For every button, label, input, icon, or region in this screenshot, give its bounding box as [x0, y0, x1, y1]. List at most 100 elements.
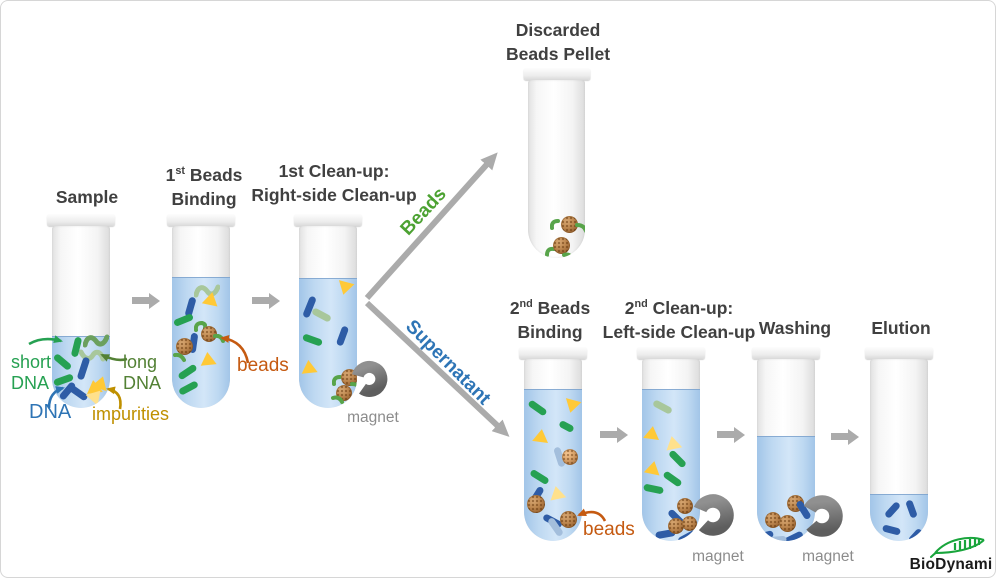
branch-arrows	[364, 152, 510, 437]
bead	[560, 511, 577, 528]
bead	[561, 216, 578, 233]
impurity-particle	[643, 424, 661, 441]
cleanup-1-tube	[294, 214, 362, 408]
bead-bound-dna	[350, 382, 357, 388]
bead	[682, 516, 697, 531]
biodynami-logo-icon	[930, 536, 985, 558]
bead-bound-dna	[562, 252, 575, 258]
biodynami-logo-text: BioDynami	[909, 556, 993, 573]
bead-bound-dna	[550, 219, 560, 230]
title-washing-text: Washing	[758, 318, 832, 338]
flow-arrow-binding2-to-cleanup2	[600, 431, 617, 438]
flow-arrow-sample-to-binding1	[132, 297, 149, 304]
title-2nd-beads-line2: Binding	[517, 321, 583, 342]
title-1st-cleanup-line2: Right-side Clean-up	[251, 185, 417, 205]
bead-bound-dna	[173, 352, 186, 362]
impurity-particle	[300, 359, 318, 374]
tube-body	[299, 226, 357, 408]
tube-body	[870, 359, 928, 541]
magnet-label: magnet	[692, 548, 744, 565]
bead-bound-dna	[545, 246, 556, 257]
magnet-icon	[803, 495, 843, 537]
beads-branch-arrow	[364, 152, 498, 301]
tube-cap	[47, 214, 115, 226]
beads-pointer-arrow-1	[220, 334, 250, 364]
tube-body	[642, 359, 700, 541]
tube-cap	[865, 347, 933, 359]
tube-body	[524, 359, 582, 541]
impurity-particle	[532, 427, 550, 444]
bead	[668, 518, 684, 534]
bead-bound-dna	[194, 321, 207, 332]
beads-label-1: beads	[237, 355, 289, 376]
impurities-label: impurities	[92, 404, 170, 424]
flow-arrow-washing-to-elution	[831, 433, 848, 440]
bead	[779, 515, 796, 532]
title-2nd-beads-binding: 2nd Beads Binding	[480, 292, 620, 344]
title-1st-beads-binding: 1st Beads Binding	[134, 159, 274, 211]
title-1st-cleanup: 1st Clean-up: Right-side Clean-up	[249, 159, 419, 207]
title-sample-text: Sample	[55, 187, 119, 207]
long-dna-pointer-arrow	[100, 353, 128, 362]
washing-tube	[752, 347, 820, 541]
flow-arrow-binding1-to-cleanup1	[252, 297, 269, 304]
bead-bound-dna	[331, 395, 344, 404]
tube-body	[52, 226, 110, 408]
cleanup-2-tube	[637, 347, 705, 541]
bead	[562, 449, 578, 465]
beads-binding-2-tube	[519, 347, 587, 541]
title-elution: Elution	[831, 316, 971, 340]
tube-cap	[523, 68, 590, 80]
bead	[201, 326, 217, 342]
title-discarded-line1: Discarded	[515, 20, 601, 40]
tube-cap	[167, 214, 235, 226]
tube-cap	[637, 347, 705, 359]
title-discarded-line2: Beads Pellet	[505, 44, 611, 64]
bead-bound-dna	[332, 375, 342, 386]
discarded-beads-tube	[523, 68, 590, 258]
bead	[527, 495, 545, 513]
bead	[765, 512, 781, 528]
bead	[176, 338, 193, 355]
long-dna-fragment	[194, 284, 220, 298]
title-elution-text: Elution	[871, 318, 931, 338]
tube-cap	[294, 214, 362, 226]
supernatant-branch-arrow	[364, 300, 510, 437]
short-dna-pointer-arrow	[28, 335, 63, 346]
bead-bound-dna	[575, 223, 585, 233]
title-1st-cleanup-line1: 1st Clean-up:	[278, 161, 390, 181]
bead	[553, 237, 570, 254]
title-washing: Washing	[725, 316, 865, 340]
beads-label-2: beads	[583, 519, 635, 540]
title-sample: Sample	[17, 185, 157, 209]
beads-binding-1-tube	[167, 214, 235, 408]
magnet-label: magnet	[347, 409, 399, 426]
sample-tube	[47, 214, 115, 408]
title-1st-beads-line1: 1st Beads	[165, 164, 243, 185]
title-1st-beads-line2: Binding	[171, 188, 237, 209]
flow-arrow-cleanup2-to-washing	[717, 431, 734, 438]
title-2nd-cleanup-line2: Left-side Clean-up	[602, 321, 756, 342]
dna-fragment-pale	[766, 535, 787, 541]
tube-body	[528, 80, 585, 258]
magnet-icon	[693, 494, 734, 536]
tube-cap	[519, 347, 587, 359]
title-2nd-cleanup-line1: 2nd Clean-up:	[624, 297, 734, 318]
magnet-icon	[351, 360, 388, 397]
title-2nd-beads-line1: 2nd Beads	[509, 297, 591, 318]
title-2nd-cleanup: 2nd Clean-up: Left-side Clean-up	[594, 292, 764, 344]
bead	[677, 498, 693, 514]
dna-label: DNA	[29, 401, 72, 423]
magnet-label: magnet	[802, 548, 854, 565]
beads-pointer-arrow-2	[577, 508, 607, 522]
impurities-pointer-arrow	[106, 386, 122, 410]
title-discarded: Discarded Beads Pellet	[488, 18, 628, 66]
dna-pointer-arrow	[47, 386, 65, 409]
tube-body	[172, 226, 230, 408]
elution-tube	[865, 347, 933, 541]
tube-body	[757, 359, 815, 541]
long-dna-fragment	[83, 334, 109, 348]
